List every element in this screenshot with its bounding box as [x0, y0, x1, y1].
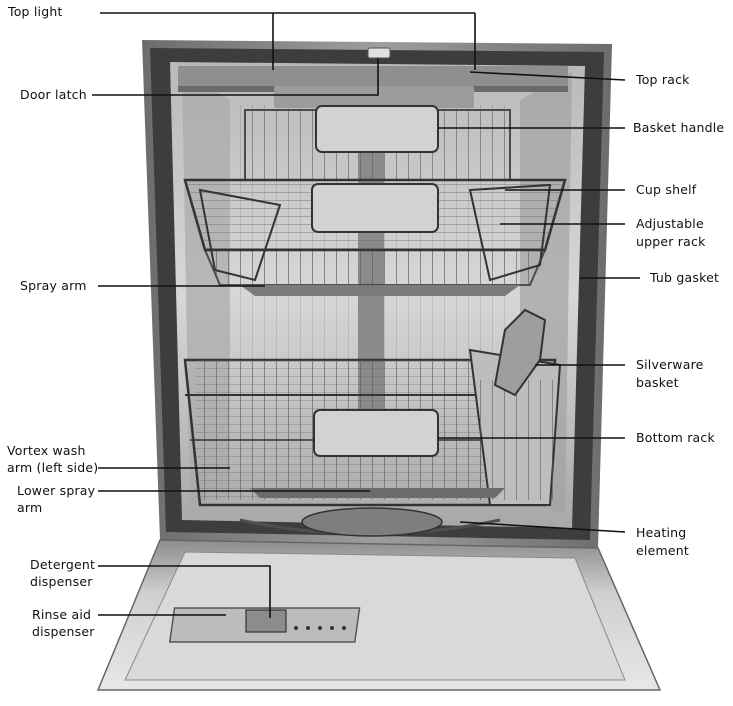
upper-rack — [183, 109, 567, 286]
label-heating-element-line1: Heating — [636, 525, 687, 540]
label-silverware-basket-line2: basket — [636, 375, 679, 390]
basket-handle-upper — [315, 105, 439, 153]
label-lower-spray-arm-line2: arm — [17, 500, 43, 515]
label-detergent-dispenser-line1: Detergent — [30, 557, 96, 572]
silverware-basket — [468, 308, 562, 506]
detergent-cup — [245, 609, 287, 633]
heating-element — [239, 507, 501, 537]
rinse-aid-indicator-dots — [294, 626, 346, 630]
label-heating-element-line2: element — [636, 543, 689, 558]
label-bottom-rack: Bottom rack — [636, 430, 715, 445]
label-vortex-wash-arm-line2: arm (left side) — [7, 460, 99, 475]
label-top-light: Top light — [8, 4, 63, 19]
label-detergent-dispenser-line2: dispenser — [30, 574, 93, 589]
label-vortex-wash-arm-line1: Vortex wash — [7, 443, 86, 458]
leader-lines — [92, 12, 640, 618]
label-silverware-basket-line1: Silverware — [636, 357, 704, 372]
label-lower-spray-arm-line1: Lower spray — [17, 483, 96, 498]
basket-handle-lower — [313, 409, 439, 457]
label-rinse-aid-dispenser-line1: Rinse aid — [32, 607, 92, 622]
label-spray-arm: Spray arm — [20, 278, 87, 293]
label-door-latch: Door latch — [20, 87, 87, 102]
label-adjustable-upper-rack-line2: upper rack — [636, 234, 706, 249]
spray-arm — [240, 285, 520, 296]
lower-spray-arm — [250, 488, 505, 498]
open-door — [96, 539, 662, 691]
label-rinse-aid-dispenser-line2: dispenser — [32, 624, 95, 639]
label-top-rack: Top rack — [636, 72, 690, 87]
label-cup-shelf: Cup shelf — [636, 182, 697, 197]
adjustable-rack-handle — [311, 183, 439, 233]
label-tub-gasket: Tub gasket — [650, 270, 720, 285]
door-latch — [367, 47, 391, 59]
label-basket-handle: Basket handle — [633, 120, 725, 135]
top-light-bar — [178, 66, 568, 108]
label-adjustable-upper-rack-line1: Adjustable — [636, 216, 704, 231]
